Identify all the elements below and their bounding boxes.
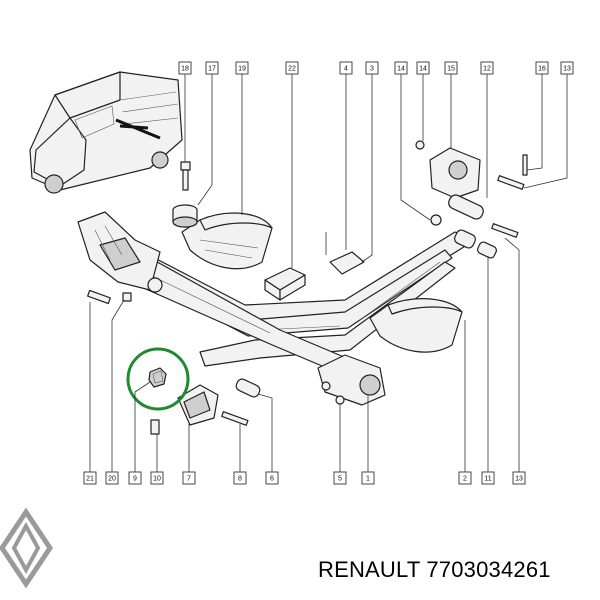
leader-lines-top: [184, 74, 568, 268]
callout-box: 8: [233, 471, 247, 485]
callout-box: 1: [361, 471, 375, 485]
callout-box: 7: [182, 471, 196, 485]
callout-box: 10: [150, 471, 164, 485]
callout-label: 22: [288, 66, 296, 73]
spring-end-block: [150, 378, 345, 435]
callout-label: 21: [86, 476, 94, 483]
callout-label: 8: [238, 476, 242, 483]
rubber-pad: [264, 267, 306, 301]
callouts-top: 18 17 19 22 4 3 14 14 15 12 16 13: [178, 61, 574, 75]
callout-label: 14: [419, 66, 427, 73]
callout-label: 14: [397, 66, 405, 73]
bump-stop: [172, 204, 198, 228]
callout-box: 5: [333, 471, 347, 485]
callout-label: 3: [370, 66, 374, 73]
renault-logo-icon: [0, 507, 54, 589]
callout-box: 12: [480, 61, 494, 75]
callout-label: 13: [515, 476, 523, 483]
callout-label: 9: [133, 476, 137, 483]
callout-label: 7: [187, 476, 191, 483]
highlight-circle: [126, 347, 190, 411]
callout-label: 11: [484, 476, 491, 483]
rear-shackle: [415, 140, 528, 259]
leader-lines-bottom: [89, 237, 520, 472]
callout-box: 18: [178, 61, 192, 75]
bolt-18: [180, 161, 191, 191]
u-bolt-clamp: [325, 224, 365, 275]
callout-box: 4: [339, 61, 353, 75]
callout-label: 4: [344, 66, 348, 73]
callout-label: 18: [181, 66, 189, 73]
callout-label: 1: [366, 476, 370, 483]
callout-box: 19: [235, 61, 249, 75]
callout-label: 15: [447, 66, 455, 73]
callout-box: 11: [481, 471, 495, 485]
callout-box: 13: [560, 61, 574, 75]
callout-box: 9: [128, 471, 142, 485]
callout-box: 21: [83, 471, 97, 485]
callout-label: 13: [563, 66, 571, 73]
callout-label: 16: [538, 66, 546, 73]
callout-box: 3: [365, 61, 379, 75]
callout-box: 6: [265, 471, 279, 485]
u-strap-left: [181, 212, 273, 270]
highlighted-part-9: [126, 347, 190, 411]
callout-label: 6: [270, 476, 274, 483]
callout-box: 20: [105, 471, 119, 485]
callout-box: 15: [444, 61, 458, 75]
u-strap-right: [369, 298, 463, 353]
callout-box: 13: [512, 471, 526, 485]
front-bracket: [77, 211, 163, 293]
callout-label: 17: [208, 66, 216, 73]
callout-box: 17: [205, 61, 219, 75]
van-illustration: [29, 71, 183, 194]
callout-box: 22: [285, 61, 299, 75]
callouts-bottom: 21 20 9 10 7 8 6 5 1 2 11 13: [83, 471, 526, 485]
callout-box: 14: [394, 61, 408, 75]
callout-box: 14: [416, 61, 430, 75]
part-number-caption: RENAULT 7703034261: [318, 557, 551, 582]
bolts-20-21: [87, 289, 132, 305]
callout-label: 2: [463, 476, 467, 483]
callout-label: 19: [238, 66, 246, 73]
callout-label: 20: [108, 476, 116, 483]
rear-hub-bracket: [317, 354, 386, 406]
callout-label: 12: [483, 66, 491, 73]
callout-box: 16: [535, 61, 549, 75]
callout-box: 2: [458, 471, 472, 485]
callout-label: 5: [338, 476, 342, 483]
callout-label: 10: [153, 476, 161, 483]
